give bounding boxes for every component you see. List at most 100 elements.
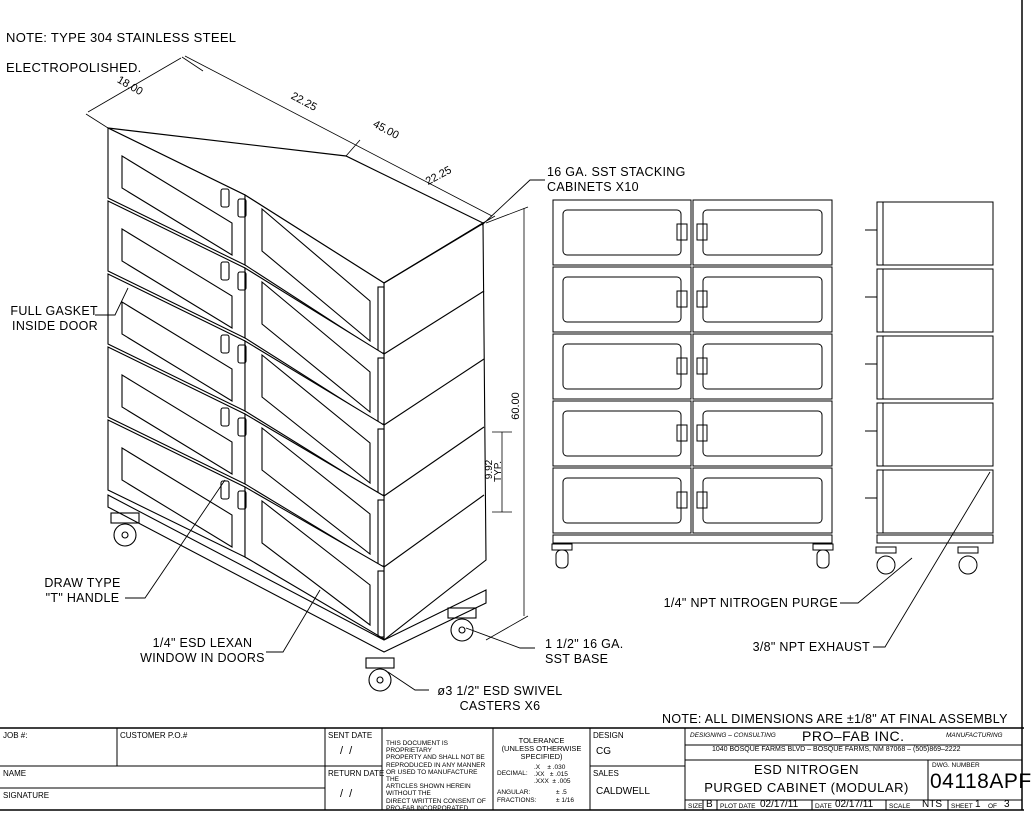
t-handle [220,261,230,281]
caster-wheel [450,618,474,642]
plot-date-label: PLOT DATE [720,803,756,810]
window-leader [266,589,321,653]
sheet-value: 1 [975,799,981,810]
front-door-right [692,400,833,467]
front-door-right [692,467,833,534]
front-handle [696,424,708,442]
sst-base [107,494,487,653]
decimal-label: DECIMAL: [497,770,528,777]
front-window [702,276,823,323]
purge-leader [840,557,913,604]
dwg-number: 04118APF [930,770,1032,793]
front-door-left [552,199,692,266]
front-handle [696,223,708,241]
t-handle [237,271,247,291]
elevation-views [95,179,994,691]
name-label: NAME [3,769,27,778]
caster-hub [121,531,129,539]
customer-po-label: CUSTOMER P.O.# [120,731,188,740]
front-window [702,209,823,256]
front-door-left [552,400,692,467]
side-base [876,534,994,544]
door-window [261,426,371,556]
side-hinge [876,268,884,333]
side-hinge [876,469,884,534]
company-address: 1040 BOSQUE FARMS BLVD – BOSQUE FARMS, N… [712,746,961,753]
sent-date-value: / / [340,745,353,757]
base-leader [465,627,535,649]
date-label: DATE [815,803,832,810]
front-window [702,343,823,390]
front-handle [696,357,708,375]
door-window [121,228,233,329]
stacking-callout: 16 GA. SST STACKING CABINETS X10 [547,165,686,194]
proprietary-notice: THIS DOCUMENT IS PROPRIETARY PROPERTY AN… [386,740,486,812]
angular-value: ± .5 [556,789,567,796]
door-window [121,301,233,402]
return-date-label: RETURN DATE [328,769,385,778]
of-label: OF [988,803,998,810]
fractions-label: FRACTIONS: [497,797,537,804]
side-caster-wheel [876,555,896,575]
t-handle [237,417,247,437]
door-window [261,499,371,627]
drawing-title-line2: PURGED CABINET (MODULAR) [704,780,909,795]
front-window [562,477,682,524]
plot-date-value: 02/17/11 [760,799,799,810]
dimension-note: NOTE: ALL DIMENSIONS ARE ±1/8" AT FINAL … [662,712,1008,726]
scale-value: NTS [922,799,942,810]
front-door-left [552,266,692,333]
caster-hub [458,626,466,634]
material-note-line1: NOTE: TYPE 304 STAINLESS STEEL [6,30,237,45]
depth-dim-line [87,57,182,113]
door-window [121,447,233,548]
t-handle [220,334,230,354]
front-handle [696,491,708,509]
decimal-values: .X ± .030 .XX ± .015 .XXX ± .005 [534,764,571,785]
caster-wheel [368,668,392,692]
front-handle [676,357,688,375]
sheet-label: SHEET [951,803,973,810]
t-handle [237,344,247,364]
caster-mount [110,512,140,524]
front-handle [676,290,688,308]
side-hinge [876,335,884,400]
sheet-total: 3 [1004,799,1010,810]
dwg-number-label: DWG. NUMBER [932,762,980,769]
door-window [261,280,371,414]
design-label: DESIGN [593,731,624,740]
material-note-line2: ELECTROPOLISHED. [6,60,142,75]
door-window [121,374,233,475]
handle-callout: DRAW TYPE "T" HANDLE [44,576,121,605]
front-handle [676,223,688,241]
scale-label: SCALE [889,803,911,810]
front-handle [676,424,688,442]
exhaust-leader [873,471,991,648]
window-callout: 1/4" ESD LEXAN WINDOW IN DOORS [140,636,265,665]
caster-mount [447,607,477,619]
front-door-left [552,467,692,534]
caster-wheel [113,523,137,547]
company-right-tag: MANUFACTURING [946,732,1003,739]
company-left-tag: DESIGNING – CONSULTING [690,732,776,739]
front-handle [676,491,688,509]
front-door-right [692,199,833,266]
side-caster-mount [957,546,979,554]
front-door-right [692,333,833,400]
date-value: 02/17/11 [835,799,874,810]
exhaust-callout: 3/8" NPT EXHAUST [752,640,870,654]
door-window [261,207,371,343]
t-handle [237,198,247,218]
side-elevation [865,201,994,575]
fractions-value: ± 1/16 [556,797,575,804]
front-caster-wheel [555,549,569,569]
front-handle [696,290,708,308]
sales-value: CALDWELL [596,786,650,797]
casters-callout: ø3 1/2" ESD SWIVEL CASTERS X6 [437,684,563,713]
front-base [552,534,833,544]
material-note: NOTE: TYPE 304 STAINLESS STEEL ELECTROPO… [6,15,236,90]
hinge-strip [377,570,385,638]
isometric-view [85,55,529,692]
